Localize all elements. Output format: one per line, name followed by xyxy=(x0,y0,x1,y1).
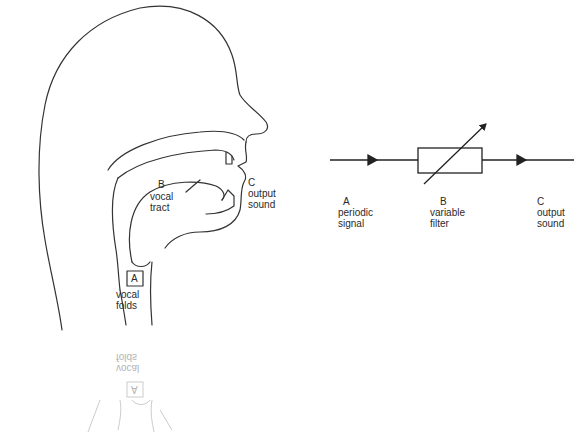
callout-letter: C xyxy=(537,196,549,207)
reflected-label: vocal folds xyxy=(116,352,152,374)
pharynx xyxy=(113,178,121,290)
callout-letter: C xyxy=(248,177,260,188)
block-label: variable filter xyxy=(430,207,478,229)
callout-box xyxy=(127,382,143,397)
leader-line xyxy=(186,180,200,192)
part-label: vocal tract xyxy=(150,191,184,213)
part-label: output sound xyxy=(248,188,290,210)
upper-teeth xyxy=(226,152,232,164)
callout-letter: B xyxy=(158,179,170,190)
callout-box xyxy=(127,271,143,286)
tongue xyxy=(129,182,224,262)
callout-letter: A xyxy=(131,273,143,284)
callout-letter: A xyxy=(343,196,355,207)
reflection xyxy=(88,382,172,432)
lower-teeth xyxy=(206,190,234,214)
face-lower xyxy=(165,142,247,248)
filter-box xyxy=(418,148,482,173)
part-label: vocal folds xyxy=(116,289,152,311)
signal-label: periodic signal xyxy=(338,207,386,229)
head-outline xyxy=(39,6,268,330)
reflected-letter: A xyxy=(131,384,143,395)
output-label: output sound xyxy=(537,207,577,229)
callout-letter: B xyxy=(440,196,452,207)
palate xyxy=(118,150,234,178)
block-diagram xyxy=(330,124,574,184)
